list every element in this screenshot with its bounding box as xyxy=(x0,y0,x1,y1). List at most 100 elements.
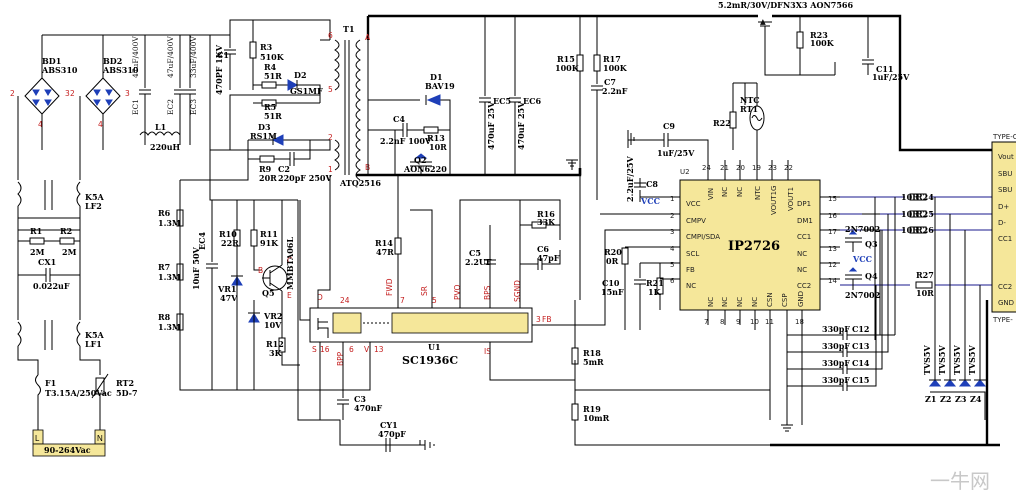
svg-text:T1: T1 xyxy=(343,24,355,34)
svg-text:D+: D+ xyxy=(998,203,1009,211)
svg-text:16: 16 xyxy=(320,345,330,354)
svg-text:CMPV: CMPV xyxy=(686,217,706,225)
svg-text:1.3M: 1.3M xyxy=(158,322,181,332)
svg-text:470PF 1KV: 470PF 1KV xyxy=(214,44,224,95)
watermark: 一牛网 xyxy=(930,470,990,493)
bridge-bd2: BD2 ABS310 2 3 4 xyxy=(70,56,139,129)
svg-text:R16: R16 xyxy=(537,209,555,219)
svg-text:SCL: SCL xyxy=(686,250,699,258)
q3-q4-mosfets: 2N7002 Q3 Q4 2N7002 VCC xyxy=(845,224,880,300)
c1-r3-snubber: C1 470PF 1KV R3 510K xyxy=(214,20,285,95)
svg-text:CX1: CX1 xyxy=(38,257,56,267)
svg-text:1K: 1K xyxy=(648,287,662,297)
svg-text:EC4: EC4 xyxy=(197,232,207,250)
ac-input: L N 90-264Vac xyxy=(32,429,106,457)
svg-text:2M: 2M xyxy=(62,247,77,257)
svg-text:V: V xyxy=(364,345,370,354)
r15-r17-c7: R15 100K R17 100K C7 2.2nF xyxy=(555,16,628,300)
svg-text:T3.15A/250Vac: T3.15A/250Vac xyxy=(45,388,112,398)
r14: R14 47R xyxy=(375,175,402,260)
svg-text:R22: R22 xyxy=(713,118,731,128)
svg-text:R3: R3 xyxy=(260,42,273,52)
svg-text:SBU: SBU xyxy=(998,170,1012,178)
svg-text:4: 4 xyxy=(98,120,103,129)
svg-text:16: 16 xyxy=(828,212,837,220)
svg-text:2M: 2M xyxy=(30,247,45,257)
svg-text:CMPI/SDA: CMPI/SDA xyxy=(686,233,720,241)
svg-text:R12: R12 xyxy=(266,339,284,349)
svg-text:TVS5V: TVS5V xyxy=(967,344,977,375)
svg-text:C5: C5 xyxy=(469,248,481,258)
svg-text:K5A: K5A xyxy=(85,192,105,202)
svg-text:VOUT1: VOUT1 xyxy=(787,187,795,211)
svg-text:R18: R18 xyxy=(583,348,601,358)
svg-text:R23: R23 xyxy=(810,30,828,40)
svg-text:R4: R4 xyxy=(264,62,277,72)
svg-text:D1: D1 xyxy=(430,72,443,82)
c5-cap: C5 2.2UF xyxy=(465,225,496,270)
svg-text:51R: 51R xyxy=(264,111,282,121)
svg-text:Q2: Q2 xyxy=(414,155,427,165)
svg-text:R17: R17 xyxy=(603,54,621,64)
type-c-connector: TYPE-C TYPE- Vout SBU SBU D+ D- CC1 CC2 … xyxy=(991,133,1016,324)
svg-text:VOUT1G: VOUT1G xyxy=(770,186,778,215)
r21: R21 1K xyxy=(646,263,664,310)
r12: R12 3K xyxy=(266,300,300,366)
svg-text:6: 6 xyxy=(328,31,333,40)
svg-text:33K: 33K xyxy=(537,217,556,227)
svg-text:R2: R2 xyxy=(60,226,72,236)
transformer-t1: T1 ATQ2516 6 5 2 1 A B xyxy=(328,24,381,188)
svg-text:5D-7: 5D-7 xyxy=(116,388,138,398)
svg-text:470nF: 470nF xyxy=(354,403,383,413)
svg-text:NC: NC xyxy=(736,187,744,197)
svg-text:3: 3 xyxy=(65,89,70,98)
fuse-f1: F1 T3.15A/250Vac xyxy=(35,374,112,430)
svg-text:Vout: Vout xyxy=(998,153,1014,161)
svg-text:2N7002: 2N7002 xyxy=(845,290,880,300)
svg-text:470uF 25V: 470uF 25V xyxy=(516,101,526,150)
svg-text:E: E xyxy=(287,291,292,300)
svg-text:IS: IS xyxy=(484,347,491,356)
svg-text:330pF: 330pF xyxy=(822,324,850,334)
svg-text:20R: 20R xyxy=(259,173,277,183)
svg-text:3K: 3K xyxy=(269,348,283,358)
svg-text:1: 1 xyxy=(328,165,333,174)
svg-text:21: 21 xyxy=(720,164,729,172)
svg-text:EC1: EC1 xyxy=(131,99,140,115)
svg-text:CSN: CSN xyxy=(766,292,774,307)
svg-text:C9: C9 xyxy=(663,121,675,131)
svg-text:GND: GND xyxy=(998,299,1014,307)
q2-mosfet: Q2 AON6220 xyxy=(403,153,447,175)
svg-text:FB: FB xyxy=(542,315,551,324)
q1-mosfet: 5.2mR/30V/DFN3X3 AON7566 ▲ xyxy=(718,0,853,35)
svg-text:1uF/25V: 1uF/25V xyxy=(657,148,695,158)
svg-text:SR: SR xyxy=(420,286,429,296)
svg-text:NC: NC xyxy=(686,282,696,290)
svg-text:NC: NC xyxy=(751,297,759,307)
svg-text:5: 5 xyxy=(328,85,333,94)
svg-text:BAV19: BAV19 xyxy=(425,81,455,91)
svg-text:BPP: BPP xyxy=(336,351,345,366)
svg-text:RS1M: RS1M xyxy=(250,131,277,141)
svg-text:R6: R6 xyxy=(158,208,171,218)
tvs-z1-z4: TVS5V TVS5V TVS5V TVS5V Z1 Z2 Z3 Z4 xyxy=(922,197,987,420)
svg-text:10R: 10R xyxy=(429,142,447,152)
svg-text:L: L xyxy=(35,434,40,443)
ec3-cap: 33uF/400V EC3 xyxy=(184,35,198,145)
svg-text:CC1: CC1 xyxy=(797,233,811,241)
r24-r25-r26-r27: 10R R24 10R R25 10R R26 R27 10R xyxy=(901,192,934,298)
svg-text:R14: R14 xyxy=(375,238,393,248)
svg-text:24: 24 xyxy=(702,164,711,172)
svg-text:R1: R1 xyxy=(30,226,42,236)
svg-text:51R: 51R xyxy=(264,71,282,81)
svg-text:17: 17 xyxy=(828,228,837,236)
rt1-ntc: NTC RT1 xyxy=(740,83,765,180)
u2-bottom-pins: NC NC NC NC CSN CSP GND 7 8 9 10 11 18 xyxy=(704,291,805,326)
svg-text:1.3M: 1.3M xyxy=(158,272,181,282)
svg-text:NTC: NTC xyxy=(754,186,762,200)
ec1-cap: 47uF/400V EC1 xyxy=(131,35,151,145)
svg-text:Q4: Q4 xyxy=(865,271,878,281)
svg-text:ATQ2516: ATQ2516 xyxy=(339,178,381,188)
svg-text:5mR: 5mR xyxy=(583,357,604,367)
svg-text:TYPE-C: TYPE-C xyxy=(992,133,1016,141)
